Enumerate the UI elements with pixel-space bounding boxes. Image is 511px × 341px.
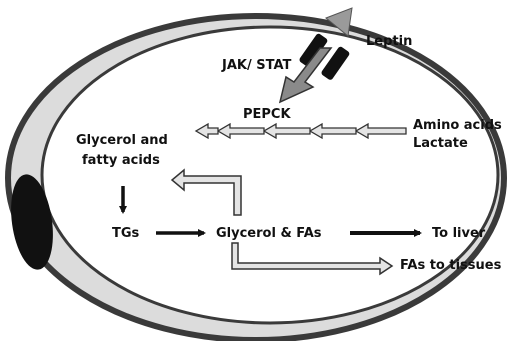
jak-stat-label: JAK/ STAT (222, 57, 291, 74)
glycerol-fas-label: Glycerol & FAs (216, 225, 322, 242)
glycerol-fatty-acids-label-line1: Glycerol and (76, 132, 168, 149)
amino-acids-label: Amino acids (413, 117, 502, 134)
lactate-label: Lactate (413, 135, 468, 152)
fas-to-tissues-label: FAs to tissues (400, 257, 501, 274)
pepck-label: PEPCK (243, 106, 291, 123)
to-liver-label: To liver (432, 225, 485, 242)
leptin-label: Leptin (366, 33, 412, 50)
tgs-label: TGs (112, 225, 139, 242)
glycerol-fatty-acids-label-line2: fatty acids (82, 152, 160, 169)
